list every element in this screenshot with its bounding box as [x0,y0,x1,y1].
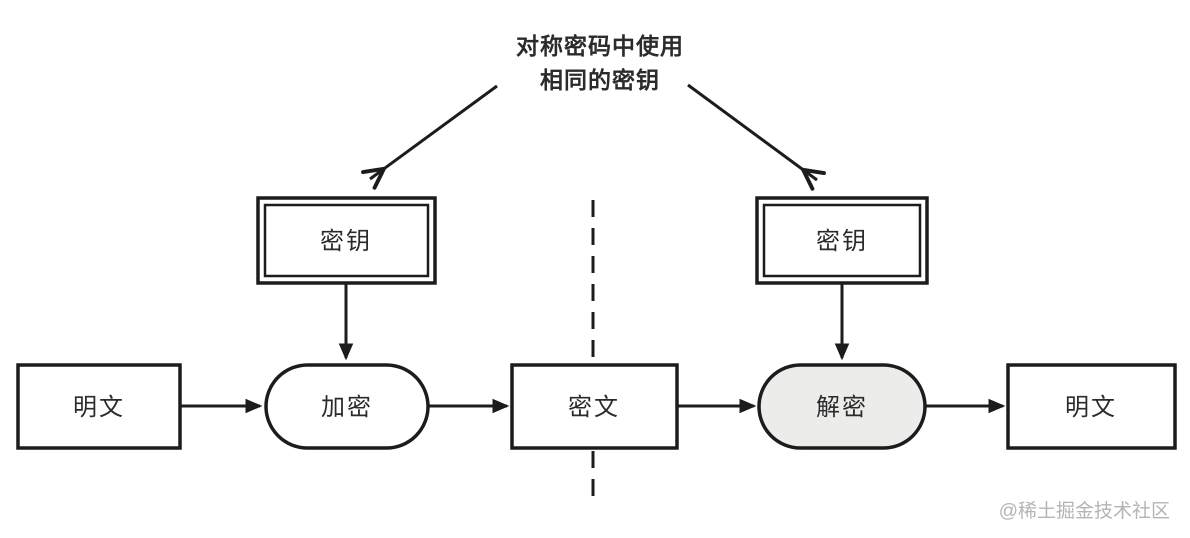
encrypt-label: 加密 [321,394,373,421]
plaintext-left-label: 明文 [73,394,125,421]
plaintext-left-box [16,363,182,450]
decrypt-label: 解密 [816,394,868,421]
plaintext-right-label: 明文 [1065,394,1117,421]
key-right-box-inner [762,203,922,278]
key-right-label: 密钥 [816,228,868,255]
key-left-label: 密钥 [320,228,372,255]
ciphertext-label: 密文 [568,394,620,421]
plaintext-right-box [1006,363,1177,450]
arrow-title-to-left-key [361,84,498,190]
arrow-title-to-right-key [687,83,826,191]
key-left-box-inner [263,203,430,278]
title-line1: 对称密码中使用 [516,33,684,59]
watermark-text: @稀土掘金技术社区 [999,500,1170,522]
title-line2: 相同的密钥 [540,67,660,93]
